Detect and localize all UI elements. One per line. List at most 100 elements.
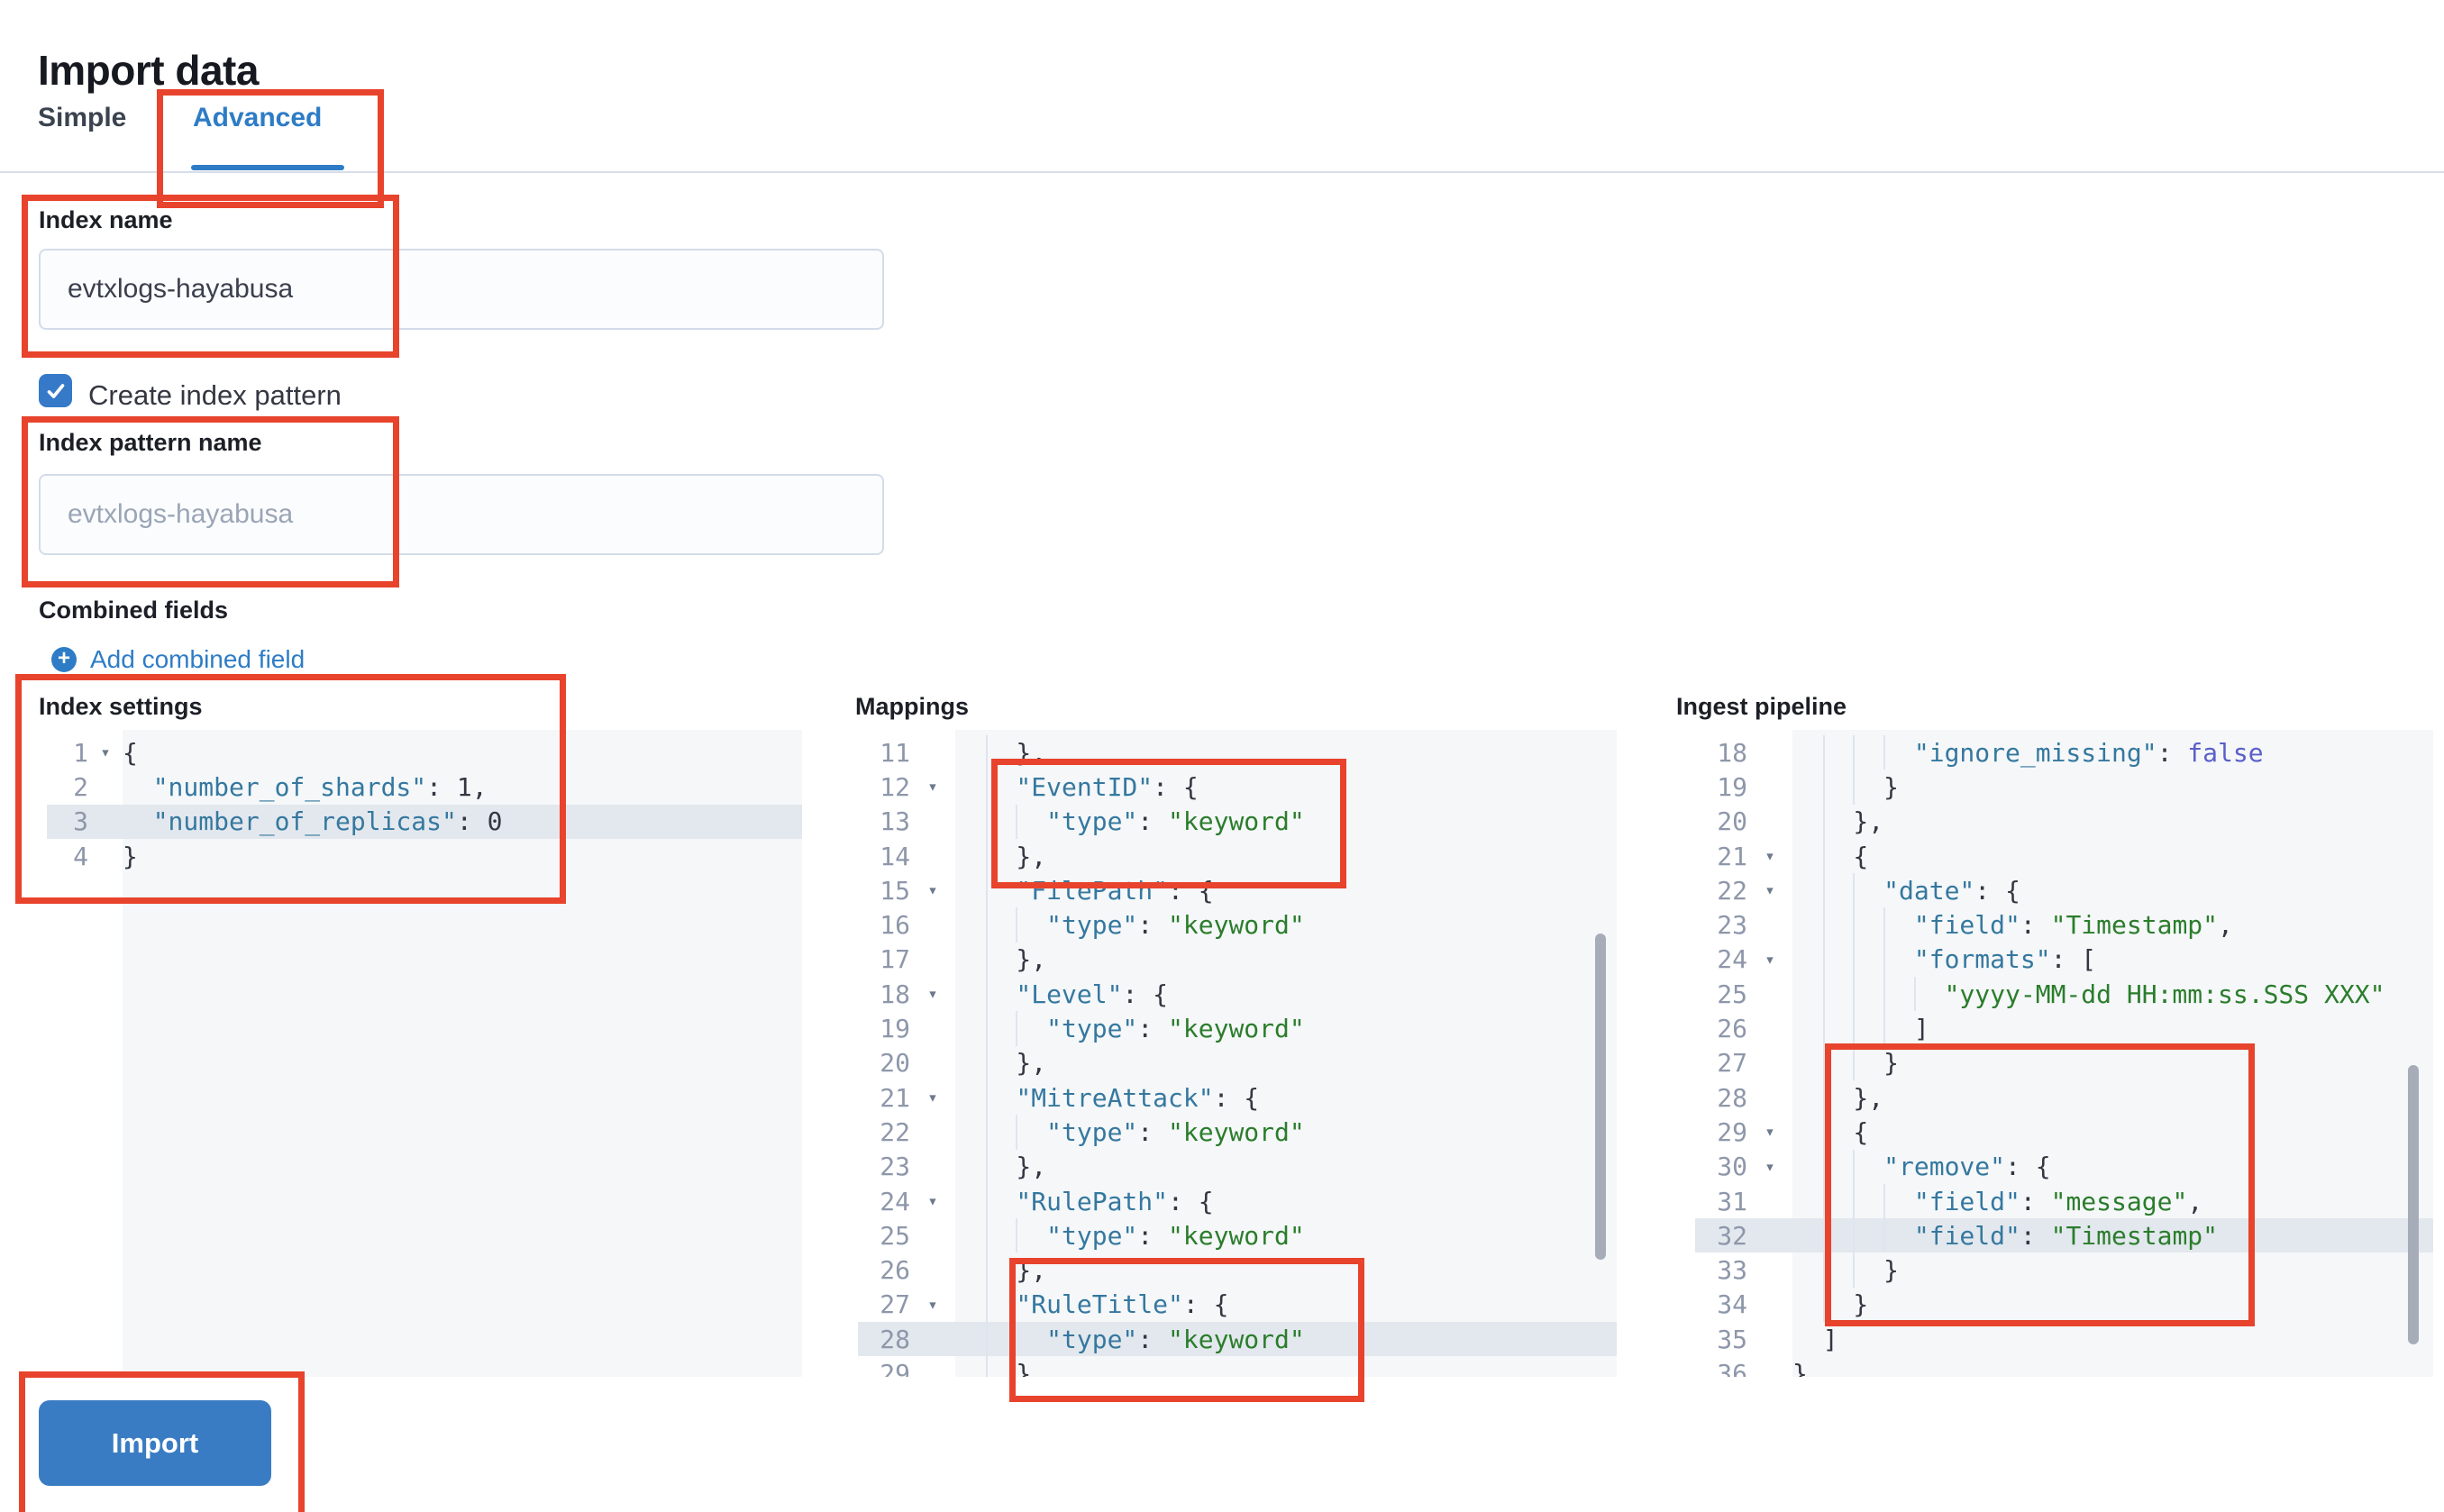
line-number: 20 bbox=[1717, 806, 1747, 837]
code-line-36[interactable]: 36} bbox=[1695, 1356, 2433, 1377]
code-line-33[interactable]: 33} bbox=[1695, 1252, 2433, 1288]
fold-arrow-icon[interactable]: ▾ bbox=[1765, 949, 1775, 970]
code-line-17[interactable]: 17}, bbox=[858, 942, 1617, 978]
code-line-35[interactable]: 35] bbox=[1695, 1322, 2433, 1356]
code-line-25[interactable]: 25"yyyy-MM-dd HH:mm:ss.SSS XXX" bbox=[1695, 977, 2433, 1012]
code-line-21[interactable]: 21▾{ bbox=[1695, 838, 2433, 874]
code-line-24[interactable]: 24▾"formats": [ bbox=[1695, 942, 2433, 978]
code-content: }, bbox=[1792, 804, 2433, 839]
code-line-16[interactable]: 16"type": "keyword" bbox=[858, 907, 1617, 943]
fold-arrow-icon[interactable]: ▾ bbox=[927, 880, 938, 901]
code-content: ] bbox=[1792, 1011, 2433, 1046]
code-line-15[interactable]: 15▾"FilePath": { bbox=[858, 873, 1617, 908]
code-content: }, bbox=[955, 1149, 1617, 1184]
indent-guide bbox=[985, 873, 988, 908]
code-line-26[interactable]: 26}, bbox=[858, 1252, 1617, 1288]
code-line-11[interactable]: 11}, bbox=[858, 735, 1617, 770]
indent-guide bbox=[1853, 1011, 1856, 1046]
code-line-1[interactable]: 1▾{ bbox=[47, 735, 802, 770]
code-content: } bbox=[123, 841, 138, 871]
code-line-24[interactable]: 24▾"RulePath": { bbox=[858, 1183, 1617, 1219]
tab-advanced[interactable]: Advanced bbox=[193, 103, 323, 132]
code-line-32[interactable]: 32"field": "Timestamp" bbox=[1695, 1218, 2433, 1253]
code-line-14[interactable]: 14}, bbox=[858, 838, 1617, 874]
fold-arrow-icon[interactable]: ▾ bbox=[100, 742, 111, 763]
indent-guide bbox=[1883, 907, 1886, 943]
fold-arrow-icon[interactable]: ▾ bbox=[927, 1088, 938, 1108]
line-number: 27 bbox=[880, 1289, 910, 1320]
line-number: 23 bbox=[880, 1152, 910, 1182]
line-number: 29 bbox=[1717, 1116, 1747, 1147]
code-line-31[interactable]: 31"field": "message", bbox=[1695, 1183, 2433, 1219]
code-line-4[interactable]: 4} bbox=[47, 839, 802, 873]
code-line-30[interactable]: 30▾"remove": { bbox=[1695, 1149, 2433, 1184]
indent-guide bbox=[1822, 1011, 1825, 1046]
code-line-20[interactable]: 20}, bbox=[1695, 804, 2433, 839]
line-number: 24 bbox=[1717, 944, 1747, 975]
indent-guide bbox=[1822, 804, 1825, 839]
code-line-29[interactable]: 29▾{ bbox=[1695, 1115, 2433, 1150]
code-line-26[interactable]: 26] bbox=[1695, 1011, 2433, 1046]
indent-guide bbox=[1822, 1149, 1825, 1184]
indent-guide bbox=[1883, 1011, 1886, 1046]
mappings-editor[interactable]: 11},12▾"EventID": {13"type": "keyword"14… bbox=[858, 730, 1617, 1377]
line-number: 11 bbox=[880, 737, 910, 768]
indent-guide bbox=[1822, 977, 1825, 1012]
fold-arrow-icon[interactable]: ▾ bbox=[927, 777, 938, 797]
index-settings-editor[interactable]: 1▾{2"number_of_shards": 1,3"number_of_re… bbox=[47, 730, 802, 1377]
code-line-23[interactable]: 23}, bbox=[858, 1149, 1617, 1184]
fold-arrow-icon[interactable]: ▾ bbox=[1765, 1156, 1775, 1177]
indent-guide bbox=[985, 1356, 988, 1377]
indent-guide bbox=[1883, 1183, 1886, 1219]
indent-guide bbox=[1016, 1322, 1018, 1357]
fold-arrow-icon[interactable]: ▾ bbox=[1765, 846, 1775, 867]
indent-guide bbox=[985, 1252, 988, 1288]
create-index-pattern-checkbox[interactable] bbox=[39, 374, 72, 407]
code-line-27[interactable]: 27▾"RuleTitle": { bbox=[858, 1287, 1617, 1323]
code-line-12[interactable]: 12▾"EventID": { bbox=[858, 770, 1617, 805]
tab-simple[interactable]: Simple bbox=[38, 103, 127, 132]
code-line-19[interactable]: 19} bbox=[1695, 770, 2433, 805]
code-line-34[interactable]: 34} bbox=[1695, 1287, 2433, 1323]
import-button[interactable]: Import bbox=[39, 1400, 271, 1486]
fold-arrow-icon[interactable]: ▾ bbox=[927, 1191, 938, 1211]
index-pattern-name-label: Index pattern name bbox=[39, 429, 262, 456]
code-line-18[interactable]: 18▾"Level": { bbox=[858, 977, 1617, 1012]
code-line-20[interactable]: 20}, bbox=[858, 1045, 1617, 1080]
code-line-28[interactable]: 28"type": "keyword" bbox=[858, 1322, 1617, 1357]
index-name-input[interactable] bbox=[39, 249, 884, 330]
code-line-22[interactable]: 22"type": "keyword" bbox=[858, 1115, 1617, 1150]
mappings-scrollbar[interactable] bbox=[1595, 934, 1606, 1260]
indent-guide bbox=[985, 1218, 988, 1253]
index-pattern-name-input[interactable] bbox=[39, 474, 884, 555]
indent-guide bbox=[1853, 735, 1856, 770]
indent-guide bbox=[1016, 1218, 1018, 1253]
index-settings-label: Index settings bbox=[39, 693, 203, 720]
code-line-22[interactable]: 22▾"date": { bbox=[1695, 873, 2433, 908]
add-combined-field-link[interactable]: + Add combined field bbox=[51, 645, 305, 674]
indent-guide bbox=[985, 907, 988, 943]
code-line-2[interactable]: 2"number_of_shards": 1, bbox=[47, 770, 802, 804]
indent-guide bbox=[1853, 977, 1856, 1012]
code-line-25[interactable]: 25"type": "keyword" bbox=[858, 1218, 1617, 1253]
code-line-13[interactable]: 13"type": "keyword" bbox=[858, 804, 1617, 839]
code-line-19[interactable]: 19"type": "keyword" bbox=[858, 1011, 1617, 1046]
fold-arrow-icon[interactable]: ▾ bbox=[927, 984, 938, 1005]
code-line-29[interactable]: 29}, bbox=[858, 1356, 1617, 1377]
code-line-3[interactable]: 3"number_of_replicas": 0 bbox=[47, 804, 802, 839]
code-line-21[interactable]: 21▾"MitreAttack": { bbox=[858, 1079, 1617, 1116]
code-content: }, bbox=[955, 838, 1617, 874]
indent-guide bbox=[1913, 977, 1916, 1012]
fold-arrow-icon[interactable]: ▾ bbox=[1765, 1122, 1775, 1143]
code-line-27[interactable]: 27} bbox=[1695, 1045, 2433, 1080]
indent-guide bbox=[1853, 873, 1856, 908]
code-line-23[interactable]: 23"field": "Timestamp", bbox=[1695, 907, 2433, 943]
code-line-18[interactable]: 18"ignore_missing": false bbox=[1695, 735, 2433, 770]
ingest-pipeline-scrollbar[interactable] bbox=[2408, 1065, 2419, 1344]
fold-arrow-icon[interactable]: ▾ bbox=[927, 1294, 938, 1315]
code-line-28[interactable]: 28}, bbox=[1695, 1079, 2433, 1116]
fold-arrow-icon[interactable]: ▾ bbox=[1765, 880, 1775, 901]
tabs-divider bbox=[0, 171, 2444, 173]
